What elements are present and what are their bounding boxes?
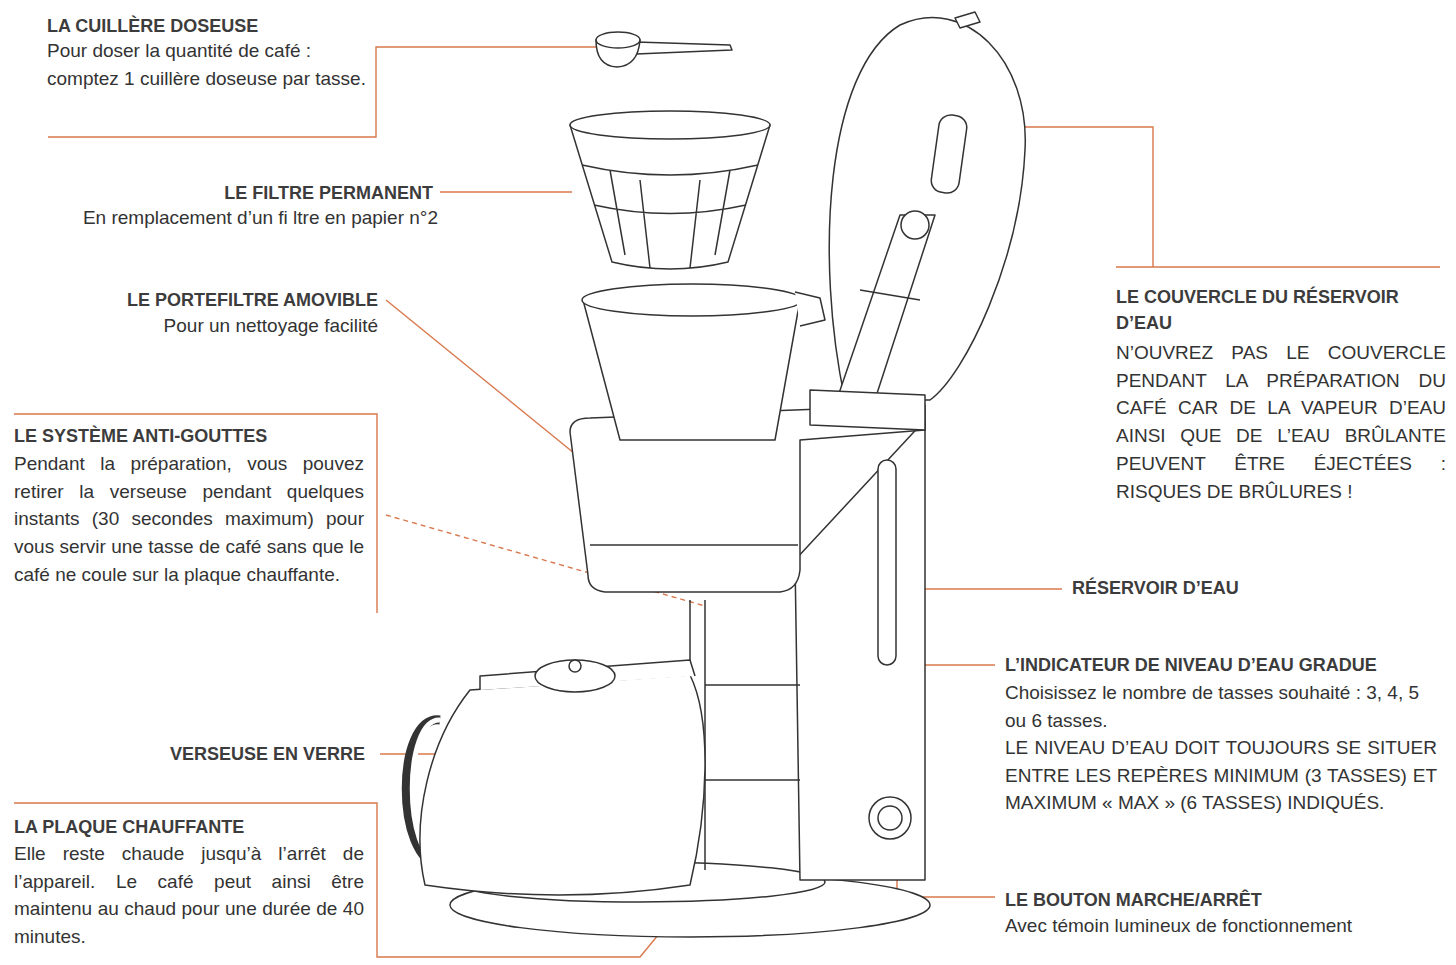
warning-note: LE NIVEAU D’EAU DOIT TOUJOURS SE SITUER … <box>1005 734 1437 817</box>
carafe-lid-knob <box>569 660 581 672</box>
column <box>795 420 925 880</box>
shower-head <box>901 211 929 239</box>
lid-clip <box>955 12 980 28</box>
part-note: En remplacement d’un fi ltre en papier n… <box>16 204 438 232</box>
part-name: VERSEUSE EN VERRE <box>40 741 365 767</box>
power-button-light <box>878 806 902 830</box>
permanent-filter-rim <box>570 111 770 139</box>
shower-arm <box>835 215 935 415</box>
warning-note: N’OUVREZ PAS LE COUVERCLE PENDANT LA PRÉ… <box>1116 339 1446 505</box>
part-note: Choisissez le nombre de tasses souhaité … <box>1005 679 1445 734</box>
filter-holder-rim <box>582 284 802 316</box>
leader-line <box>440 191 572 192</box>
part-name: LE BOUTON MARCHE/ARRÊT <box>1005 887 1445 913</box>
tank-line <box>590 544 798 546</box>
part-name: L’INDICATEUR DE NIVEAU D’EAU GRADUE <box>1005 652 1445 678</box>
arm-detail <box>860 290 920 300</box>
part-name: RÉSERVOIR D’EAU <box>1072 575 1412 601</box>
permanent-filter <box>570 125 770 269</box>
leader-bracket <box>14 414 377 613</box>
part-note: Pendant la préparation, vous pouvez reti… <box>14 450 364 589</box>
column-detail <box>690 600 800 870</box>
part-name: LA CUILLÈRE DOSEUSE <box>47 13 387 39</box>
part-name: LE COUVERCLE DU RÉSERVOIR D’EAU <box>1116 284 1446 336</box>
part-note: Elle reste chaude jusqu’à l’arrêt de l’a… <box>14 840 364 951</box>
part-name: LE FILTRE PERMANENT <box>20 180 433 206</box>
power-button <box>869 797 911 839</box>
leader-line <box>1022 127 1440 267</box>
lid-slot <box>930 113 969 194</box>
leader-line <box>922 588 1062 589</box>
part-note: Pour un nettoyage facilité <box>40 312 378 340</box>
filter-mesh <box>582 165 758 268</box>
filter-holder-handle <box>795 292 825 326</box>
spoon-rim <box>596 32 640 48</box>
filter-holder <box>583 300 800 440</box>
part-note: Pour doser la quantité de café : comptez… <box>47 37 372 92</box>
carafe-lid-dome <box>535 660 615 692</box>
spoon-handle <box>636 42 732 54</box>
part-name: LE PORTEFILTRE AMOVIBLE <box>40 287 378 313</box>
glass-carafe <box>420 675 705 895</box>
part-name: LE SYSTÈME ANTI-GOUTTES <box>14 423 364 449</box>
part-note: Avec témoin lumineux de fonctionnement <box>1005 912 1445 940</box>
tank-inner <box>810 390 925 430</box>
part-name: LA PLAQUE CHAUFFANTE <box>14 814 364 840</box>
water-level-window <box>878 460 896 665</box>
